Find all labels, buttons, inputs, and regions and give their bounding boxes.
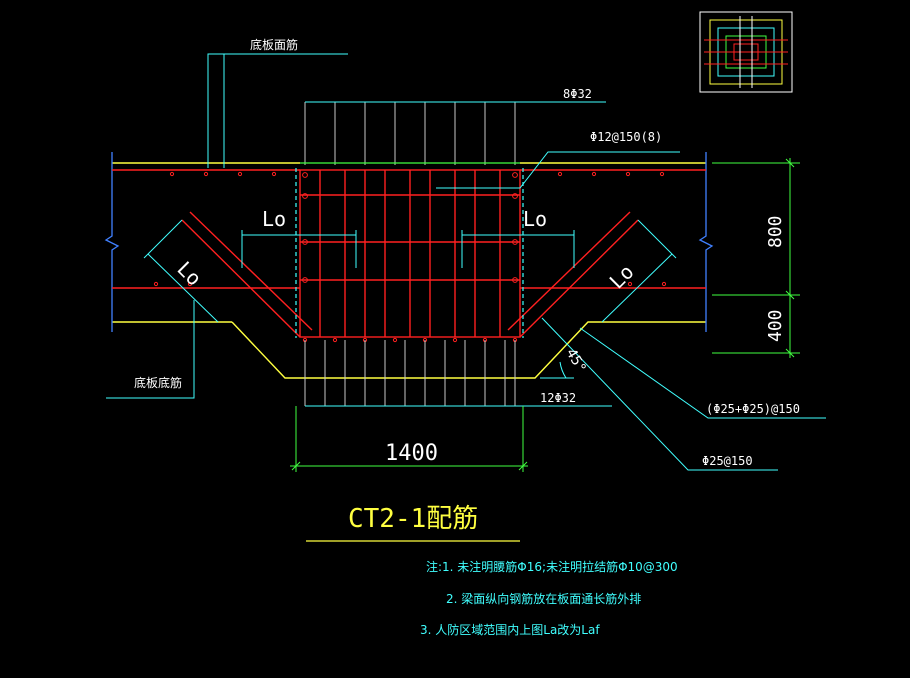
stirrup-verticals (304, 102, 516, 406)
slab-outline (112, 162, 706, 379)
note-2: 2. 梁面纵向钢筋放在板面通长筋外排 (446, 591, 641, 606)
label-bottom-bars: 12Φ32 (540, 391, 576, 405)
label-slope-bar-2: Φ25@150 (702, 454, 753, 468)
pit-bottom-profile (231, 321, 706, 379)
text-labels: 底板面筋 8Φ32 Φ12@150(8) Lo Lo Lo Lo 底板底筋 12… (134, 37, 800, 468)
label-slab-top-bar: 底板面筋 (250, 37, 298, 52)
label-lap-left: Lo (262, 207, 286, 231)
slope-bar-left-inner (189, 211, 313, 331)
dim-pit-width: 1400 (385, 441, 438, 466)
key-plan-thumbnail (699, 11, 793, 93)
drawing-title: CT2-1配筋 (348, 504, 478, 534)
notes: 注:1. 未注明腰筋Φ16;未注明拉结筋Φ10@300 2. 梁面纵向钢筋放在板… (420, 559, 678, 637)
label-lap-slope-left: Lo (172, 257, 206, 291)
dimensions (290, 158, 800, 472)
note-1: 注:1. 未注明腰筋Φ16;未注明拉结筋Φ10@300 (426, 559, 678, 574)
break-lines (104, 152, 714, 332)
label-lap-right: Lo (523, 207, 547, 231)
label-angle: 45° (563, 346, 590, 376)
drawing-title-group: CT2-1配筋 (306, 504, 520, 542)
slope-bar-right-outer (519, 219, 639, 338)
label-top-bars: 8Φ32 (563, 87, 592, 101)
rebar-dots (153, 171, 667, 343)
slope-bar-left-outer (181, 219, 301, 338)
annotation-leaders (106, 53, 826, 471)
note-3: 3. 人防区域范围内上图La改为Laf (420, 622, 600, 637)
label-slab-bottom-bar: 底板底筋 (134, 375, 182, 390)
label-stirrups: Φ12@150(8) (590, 130, 662, 144)
cage-edges (295, 162, 524, 338)
dim-pit-depth: 400 (765, 309, 786, 342)
label-slope-bar-1: (Φ25+Φ25)@150 (706, 402, 800, 416)
rebar-group (112, 169, 706, 338)
slope-bar-right-inner (507, 211, 631, 331)
dim-slab-thickness: 800 (765, 215, 786, 248)
